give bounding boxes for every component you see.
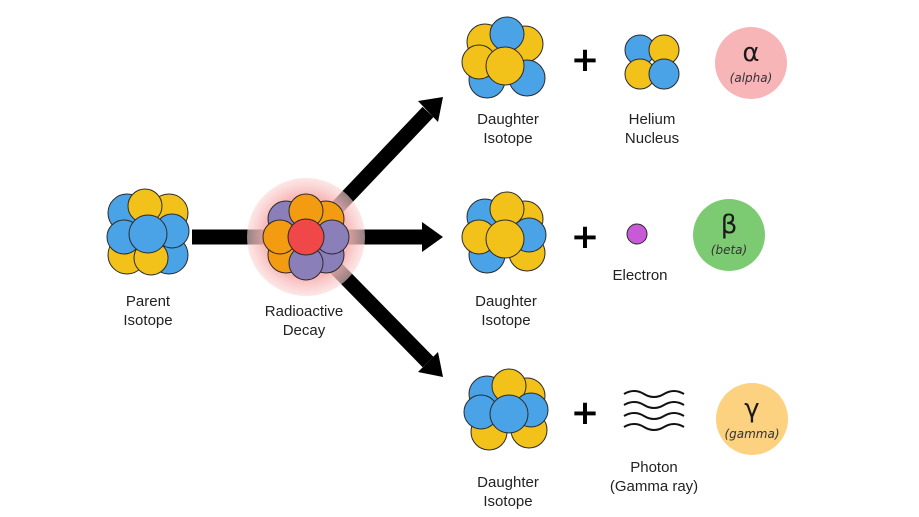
electron-particle (626, 223, 648, 245)
beta-symbol: β (720, 210, 738, 240)
plus-sign-alpha: + (570, 40, 600, 80)
helium-nucleus-neutron-3 (648, 58, 680, 90)
alpha-badge: α (alpha) (715, 27, 787, 99)
gamma-symbol: γ (744, 394, 760, 424)
gamma-name: (gamma) (724, 427, 780, 441)
daughter-isotope-gamma-neutron-7 (489, 394, 529, 434)
beta-name: (beta) (710, 243, 748, 257)
plus-sign-beta: + (570, 217, 600, 257)
arrow-head-middle (422, 222, 443, 252)
arrow-head-down (418, 352, 443, 377)
gamma-badge: γ (gamma) (716, 383, 788, 455)
nuclei-group (106, 16, 680, 451)
beta-badge: β (beta) (693, 199, 765, 271)
daughter-isotope-beta-proton-7 (485, 219, 525, 259)
daughter-isotope-alpha-proton-6 (485, 46, 525, 86)
photon-label: Photon(Gamma ray) (609, 459, 699, 495)
decay-nucleon-8 (287, 218, 325, 256)
alpha-name: (alpha) (729, 71, 773, 85)
daughter-isotope-alpha-neutron-4 (489, 16, 525, 52)
arrow-head-up (418, 97, 443, 122)
alpha-symbol: α (742, 38, 760, 68)
photon-wave-icon (623, 390, 685, 431)
plus-sign-gamma: + (570, 393, 600, 433)
parent-isotope-neutron-8 (128, 214, 168, 254)
electron-label: Electron (612, 267, 668, 284)
